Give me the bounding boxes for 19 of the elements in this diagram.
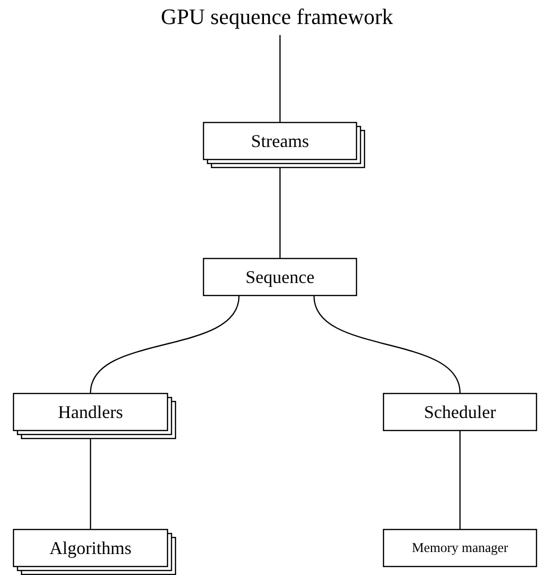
- connector-line: [90, 296, 240, 394]
- stacked-box: [13, 529, 176, 575]
- connector-line: [459, 431, 461, 529]
- connector-line: [279, 35, 281, 122]
- box-label: Sequence: [246, 268, 314, 286]
- stacked-box: [203, 122, 365, 168]
- title-text: GPU sequence framework: [160, 6, 394, 28]
- process-box: [383, 529, 537, 567]
- box-label: Handlers: [58, 403, 123, 421]
- connector-line: [279, 168, 281, 258]
- box-label: Streams: [251, 132, 309, 150]
- stacked-box: [13, 393, 176, 439]
- box-label: Memory manager: [412, 541, 508, 555]
- process-box: [383, 393, 537, 431]
- box-label: Algorithms: [49, 539, 132, 557]
- connector-line: [313, 296, 461, 394]
- box-label: Scheduler: [424, 403, 496, 421]
- process-box: [203, 258, 357, 296]
- connector-line: [90, 439, 92, 529]
